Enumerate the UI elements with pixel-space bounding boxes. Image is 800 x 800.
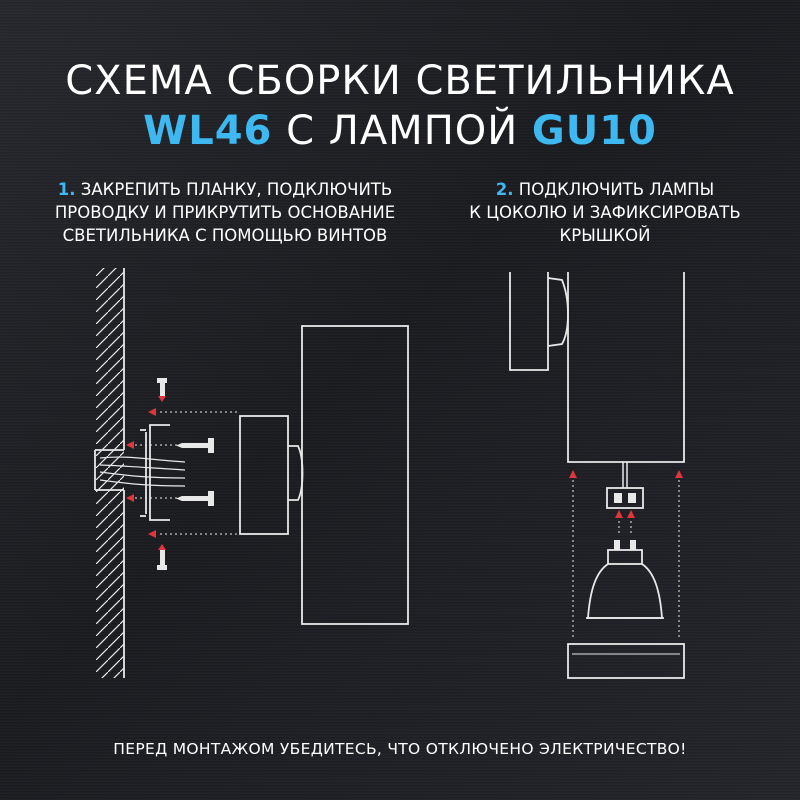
step-2-diagram	[509, 272, 685, 679]
screw-icon	[157, 378, 167, 398]
title-line-1: СХЕМА СБОРКИ СВЕТИЛЬНИКА	[0, 58, 800, 104]
step-2-line-1: 2. ПОДКЛЮЧИТЬ ЛАМПЫ	[495, 180, 715, 199]
step-2-line-2: К ЦОКОЛЮ И ЗАФИКСИРОВАТЬ	[469, 203, 741, 222]
title-connector: С ЛАМПОЙ	[286, 108, 519, 154]
title-line-2: WL46 С ЛАМПОЙ GU10	[0, 108, 800, 154]
lamp-socket	[606, 487, 644, 509]
model-name: WL46	[143, 108, 273, 154]
luminaire-body-open	[567, 272, 685, 463]
step-1-line-3: СВЕТИЛЬНИКА С ПОМОЩЬЮ ВИНТОВ	[62, 226, 388, 245]
wall-mount	[509, 272, 569, 371]
step-2-line-3: КРЫШКОЙ	[559, 226, 651, 245]
wires	[99, 456, 186, 487]
gu10-lamp-icon	[586, 540, 664, 619]
screw-icon	[176, 491, 214, 506]
title-text: СХЕМА СБОРКИ СВЕТИЛЬНИКА	[65, 58, 735, 104]
luminaire-base	[239, 415, 304, 535]
lamp-cover	[567, 643, 685, 679]
guide-lines	[572, 480, 680, 640]
socket-wire	[622, 462, 628, 488]
screw-icon	[176, 438, 214, 453]
red-arrows	[126, 396, 166, 550]
step-1-diagram	[94, 268, 409, 678]
step-1-line-2: ПРОВОДКУ И ПРИКРУТИТЬ ОСНОВАНИЕ	[54, 203, 396, 222]
step-2-instructions: 2. ПОДКЛЮЧИТЬ ЛАМПЫ К ЦОКОЛЮ И ЗАФИКСИРО…	[410, 178, 800, 247]
step-1-instructions: 1. ЗАКРЕПИТЬ ПЛАНКУ, ПОДКЛЮЧИТЬ ПРОВОДКУ…	[40, 178, 410, 247]
step-2-number: 2.	[495, 180, 514, 199]
mounting-bracket	[140, 424, 170, 521]
safety-warning: ПЕРЕД МОНТАЖОМ УБЕДИТЕСЬ, ЧТО ОТКЛЮЧЕНО …	[113, 740, 687, 758]
step-1-number: 1.	[57, 180, 76, 199]
luminaire-body	[301, 325, 409, 625]
step-1-line-1: 1. ЗАКРЕПИТЬ ПЛАНКУ, ПОДКЛЮЧИТЬ	[57, 180, 393, 199]
red-arrows	[569, 470, 683, 518]
lamp-type: GU10	[531, 108, 657, 154]
guide-lines	[130, 411, 240, 535]
screw-icon	[157, 550, 167, 570]
